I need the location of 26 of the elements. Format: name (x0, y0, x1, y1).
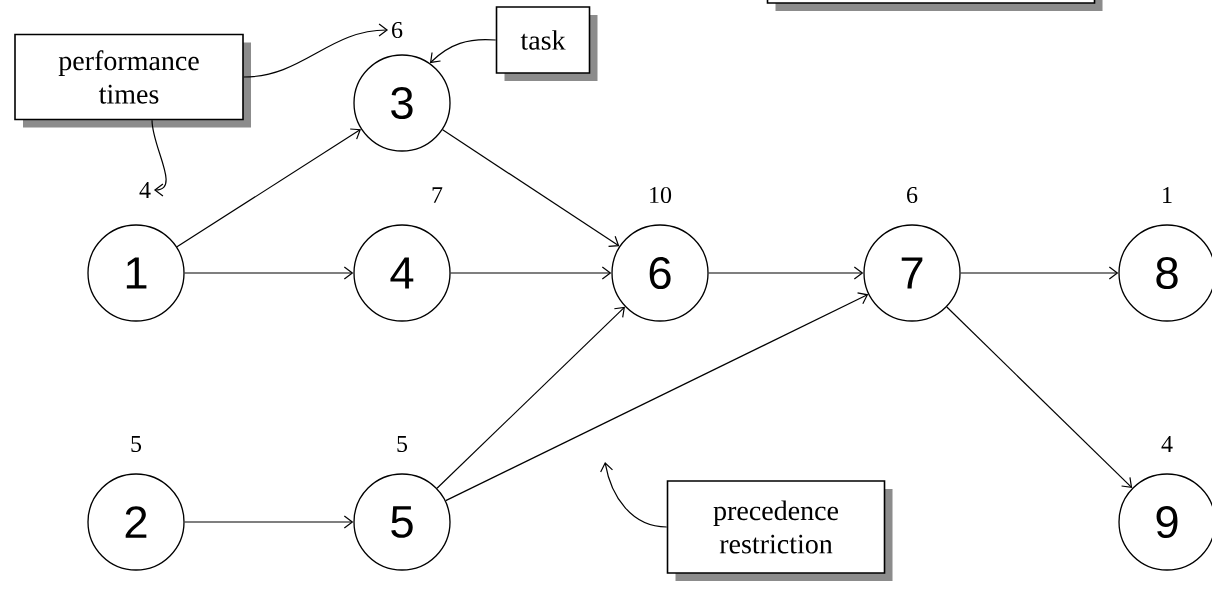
duration-label: 6 (392, 21, 403, 39)
arrow (960, 266, 1119, 280)
callout-box: task (495, 6, 598, 81)
arrow (176, 128, 361, 248)
arrow (946, 306, 1133, 488)
duration-label: 5 (131, 436, 142, 452)
empty-box (766, 0, 1103, 11)
leader-line (243, 23, 389, 78)
arrow (450, 266, 612, 280)
duration-label: 7 (432, 187, 443, 203)
duration-label: 10 (650, 186, 672, 204)
duration-label: 6 (907, 186, 918, 204)
leader-line (600, 462, 668, 528)
callout-box: performance times (14, 33, 251, 128)
duration-label: 5 (397, 436, 408, 452)
callout-box: precedence restriction (666, 480, 893, 581)
arrow (445, 292, 869, 502)
arrow (436, 306, 625, 489)
arrow (184, 266, 354, 280)
duration-label: 4 (139, 182, 151, 198)
leader-line (151, 119, 167, 197)
arrow (442, 129, 620, 247)
duration-label: 4 (1161, 436, 1173, 452)
arrow (184, 515, 354, 529)
duration-label: 1 (1163, 187, 1172, 203)
arrow (708, 266, 864, 280)
